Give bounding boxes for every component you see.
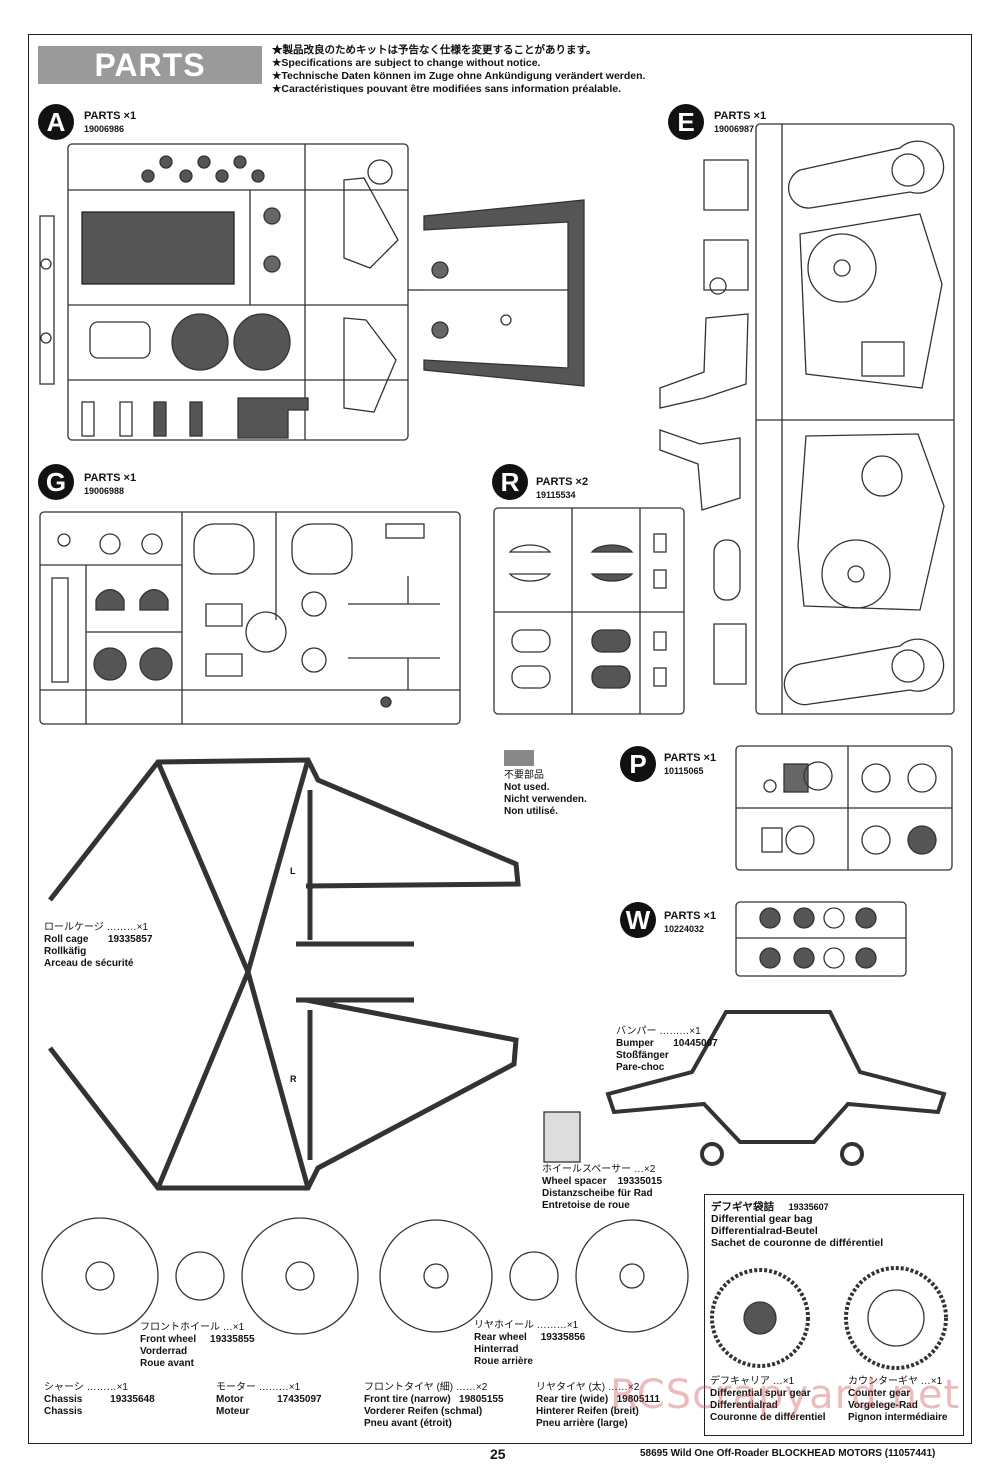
sprue-w-badge: W [620, 902, 656, 938]
sprue-e-drawing [659, 123, 955, 715]
note-de: ★Technische Daten können im Zuge ohne An… [272, 70, 646, 82]
roll-cage-drawing [48, 757, 521, 1191]
sprue-r-drawing [493, 507, 685, 715]
front-tire-label: フロントタイヤ (細) ……×2 Front tire (narrow) 198… [364, 1382, 504, 1429]
sprue-e-badge: E [668, 104, 704, 140]
counter-gear-label: カウンターギヤ …×1 Counter gear Vorgelege-Rad P… [848, 1376, 948, 1423]
footer-title: 58695 Wild One Off-Roader BLOCKHEAD MOTO… [640, 1448, 936, 1459]
wheels-drawing [41, 1217, 689, 1335]
roll-cage-right-mark: R [290, 1074, 297, 1084]
motor-label: モーター ………×1 Motor 17435097 Moteur [216, 1382, 322, 1417]
parts-banner: PARTS [38, 46, 262, 84]
page-frame [28, 34, 972, 1444]
diff-carrier-label: デフキャリア …×1 Differential spur gear Differ… [710, 1376, 826, 1423]
not-used-legend: 不要部品 Not used. Nicht verwenden. Non util… [504, 770, 587, 817]
sprue-g-drawing [39, 511, 461, 725]
rear-wheel-label: リヤホイール ………×1 Rear wheel 19335856 Hinterr… [474, 1320, 586, 1367]
sprue-p-badge: P [620, 746, 656, 782]
spec-notes: ★製品改良のためキットは予告なく仕様を変更することがあります。 ★Specifi… [272, 44, 645, 96]
sprue-p-drawing [735, 745, 953, 871]
sprue-g-badge: G [38, 464, 74, 500]
diff-gears-drawing [710, 1266, 948, 1370]
front-wheel-label: フロントホイール …×1 Front wheel 19335855 Vorder… [140, 1322, 255, 1369]
chassis-label: シャーシ ………×1 Chassis 19335648 Chassis [44, 1382, 155, 1417]
watermark: RCScrapyard.net [610, 1372, 961, 1418]
page-number: 25 [490, 1446, 506, 1462]
note-jp: ★製品改良のためキットは予告なく仕様を変更することがあります。 [272, 44, 597, 56]
wheel-spacer-drawing [543, 1111, 581, 1163]
sprue-w-drawing [735, 901, 907, 977]
note-en: ★Specifications are subject to change wi… [272, 57, 541, 69]
roll-cage-left-mark: L [290, 866, 296, 876]
note-fr: ★Caractéristiques pouvant être modifiées… [272, 83, 622, 95]
bumper-label: バンパー ………×1 Bumper 10445007 Stoßfänger Pa… [616, 1026, 718, 1073]
diff-gear-bag-box: デフギヤ袋詰 19335607 Differential gear bag Di… [704, 1194, 964, 1436]
sprue-r-badge: R [492, 464, 528, 500]
roll-cage-label: ロールケージ ………×1 Roll cage 19335857 Rollkäfi… [44, 922, 153, 969]
rear-tire-label: リヤタイヤ (太) ……×2 Rear tire (wide) 19805111… [536, 1382, 660, 1429]
sprue-a-drawing [39, 143, 585, 441]
not-used-swatch [504, 750, 534, 766]
diff-gear-bag-title: デフギヤ袋詰 19335607 Differential gear bag Di… [711, 1201, 884, 1249]
sprue-a-badge: A [38, 104, 74, 140]
wheel-spacer-label: ホイールスペーサー …×2 Wheel spacer 19335015 Dist… [542, 1164, 663, 1211]
bumper-drawing [605, 1010, 947, 1166]
